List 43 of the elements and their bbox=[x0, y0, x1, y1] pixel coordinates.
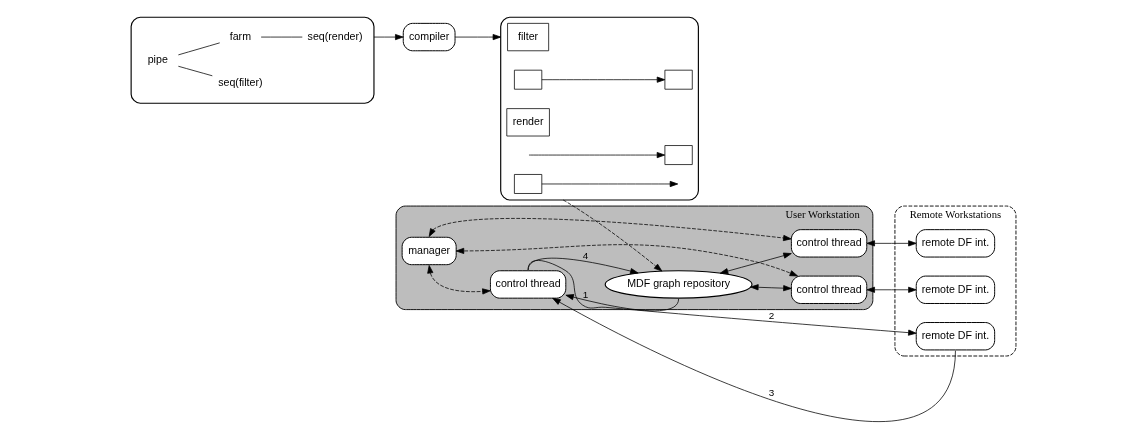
node-box: control thread bbox=[790, 229, 867, 258]
node-box: filter bbox=[506, 23, 549, 52]
node-box bbox=[664, 145, 693, 165]
cluster bbox=[130, 16, 375, 104]
arrow bbox=[562, 199, 662, 272]
node-text: farm bbox=[229, 29, 251, 42]
arrow bbox=[565, 294, 679, 312]
arrow bbox=[373, 34, 403, 41]
node-text: seq(render) bbox=[307, 29, 363, 42]
connector bbox=[177, 65, 213, 77]
arrow bbox=[866, 286, 917, 293]
edge-label: 2 bbox=[768, 310, 774, 322]
arrow bbox=[866, 240, 917, 247]
node-box: control thread bbox=[489, 270, 566, 299]
arrow bbox=[454, 34, 501, 41]
arrow bbox=[551, 297, 956, 422]
edge-label: 1 bbox=[582, 288, 588, 300]
node-box bbox=[664, 69, 693, 90]
connector bbox=[177, 42, 220, 56]
node-box: compiler bbox=[402, 22, 456, 52]
arrow bbox=[540, 180, 678, 188]
node-box: manager bbox=[401, 236, 457, 266]
arrow bbox=[527, 260, 917, 336]
arrow bbox=[749, 284, 792, 292]
arrow bbox=[528, 152, 665, 159]
node-box: remote DF int. bbox=[915, 229, 995, 258]
arrow bbox=[719, 252, 792, 275]
arrow bbox=[455, 244, 798, 277]
arrow bbox=[527, 257, 638, 275]
node-box bbox=[513, 174, 542, 194]
node-box: remote DF int. bbox=[915, 322, 995, 351]
arrow bbox=[426, 265, 491, 295]
node-box: render bbox=[505, 108, 550, 137]
edge-label: 4 bbox=[582, 249, 588, 261]
node-box: remote DF int. bbox=[915, 275, 995, 304]
arrow bbox=[428, 218, 791, 242]
edge-label: 3 bbox=[768, 386, 774, 398]
cluster bbox=[499, 16, 699, 201]
arrow bbox=[540, 76, 665, 83]
node-text: seq(filter) bbox=[217, 76, 263, 89]
node-box bbox=[513, 69, 542, 90]
node-box: control thread bbox=[790, 275, 867, 304]
node-text: pipe bbox=[147, 53, 168, 66]
